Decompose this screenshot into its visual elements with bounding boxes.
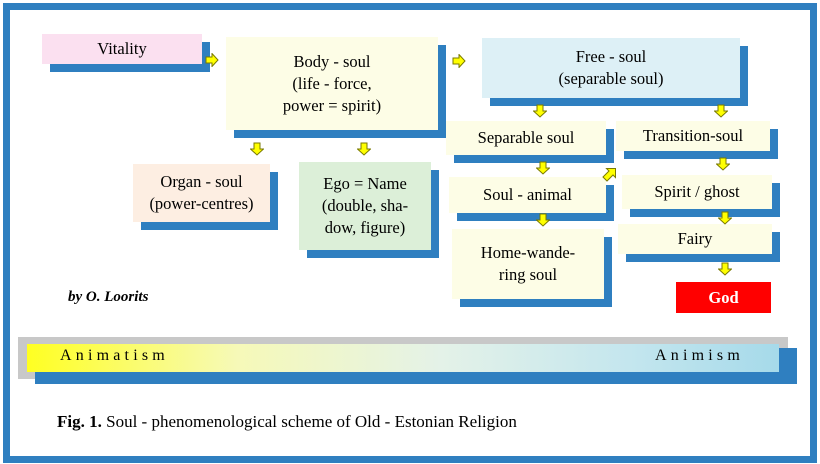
box-organ-soul: Organ - soul (power-centres): [133, 164, 270, 222]
caption-prefix: Fig. 1.: [57, 412, 102, 431]
box-god: God: [676, 282, 771, 313]
box-separable-soul: Separable soul: [446, 121, 606, 155]
arrow-right-icon: [205, 53, 219, 67]
spectrum-label-animism: Animism: [655, 347, 744, 364]
arrow-down-icon: [536, 161, 550, 175]
box-line: Spirit / ghost: [654, 182, 740, 201]
box-line: Soul - animal: [483, 185, 572, 204]
box-body-soul: Body - soul (life - force, power = spiri…: [226, 37, 438, 130]
box-line: Home-wande-: [480, 243, 576, 262]
arrow-down-icon: [536, 213, 550, 227]
box-line: power = spirit): [282, 95, 382, 115]
box-soul-animal: Soul - animal: [449, 177, 606, 213]
box-line: Body - soul: [293, 51, 371, 71]
box-fairy: Fairy: [618, 224, 772, 254]
spectrum-label-animatism: Animatism: [60, 347, 169, 364]
box-line: Separable soul: [477, 128, 575, 147]
box-line: Vitality: [97, 39, 147, 58]
box-line: Fairy: [677, 229, 713, 248]
box-home-wandering-soul: Home-wande- ring soul: [452, 229, 604, 299]
box-line: Transition-soul: [642, 126, 744, 145]
box-line: (power-centres): [149, 194, 254, 213]
arrow-up-right-icon: [602, 168, 616, 182]
box-free-soul: Free - soul (separable soul): [482, 38, 740, 98]
caption-text: Soul - phenomenological scheme of Old - …: [101, 412, 517, 431]
box-line: dow, figure): [324, 218, 406, 237]
arrow-down-icon: [718, 262, 732, 276]
animatism-animism-gradient: [27, 344, 779, 372]
box-line: Ego = Name: [323, 174, 407, 193]
arrow-down-icon: [250, 142, 264, 156]
box-ego-name: Ego = Name (double, sha- dow, figure): [299, 162, 431, 250]
arrow-down-icon: [718, 211, 732, 225]
box-transition-soul: Transition-soul: [616, 121, 770, 151]
arrow-down-icon: [714, 104, 728, 118]
box-line: (double, sha-: [321, 196, 409, 215]
box-line: (separable soul): [558, 69, 664, 88]
figure-caption: Fig. 1. Soul - phenomenological scheme o…: [57, 412, 517, 432]
box-line: God: [708, 287, 739, 307]
box-line: Free - soul: [575, 47, 647, 66]
box-line: Organ - soul: [160, 172, 243, 191]
arrow-down-icon: [533, 104, 547, 118]
box-line: (life - force,: [292, 73, 372, 93]
box-spirit-ghost: Spirit / ghost: [622, 175, 772, 209]
box-line: ring soul: [498, 265, 558, 284]
arrow-down-icon: [716, 157, 730, 171]
box-vitality: Vitality: [42, 34, 202, 64]
arrow-right-icon: [452, 54, 466, 68]
author-credit: by O. Loorits: [68, 289, 149, 305]
arrow-down-icon: [357, 142, 371, 156]
